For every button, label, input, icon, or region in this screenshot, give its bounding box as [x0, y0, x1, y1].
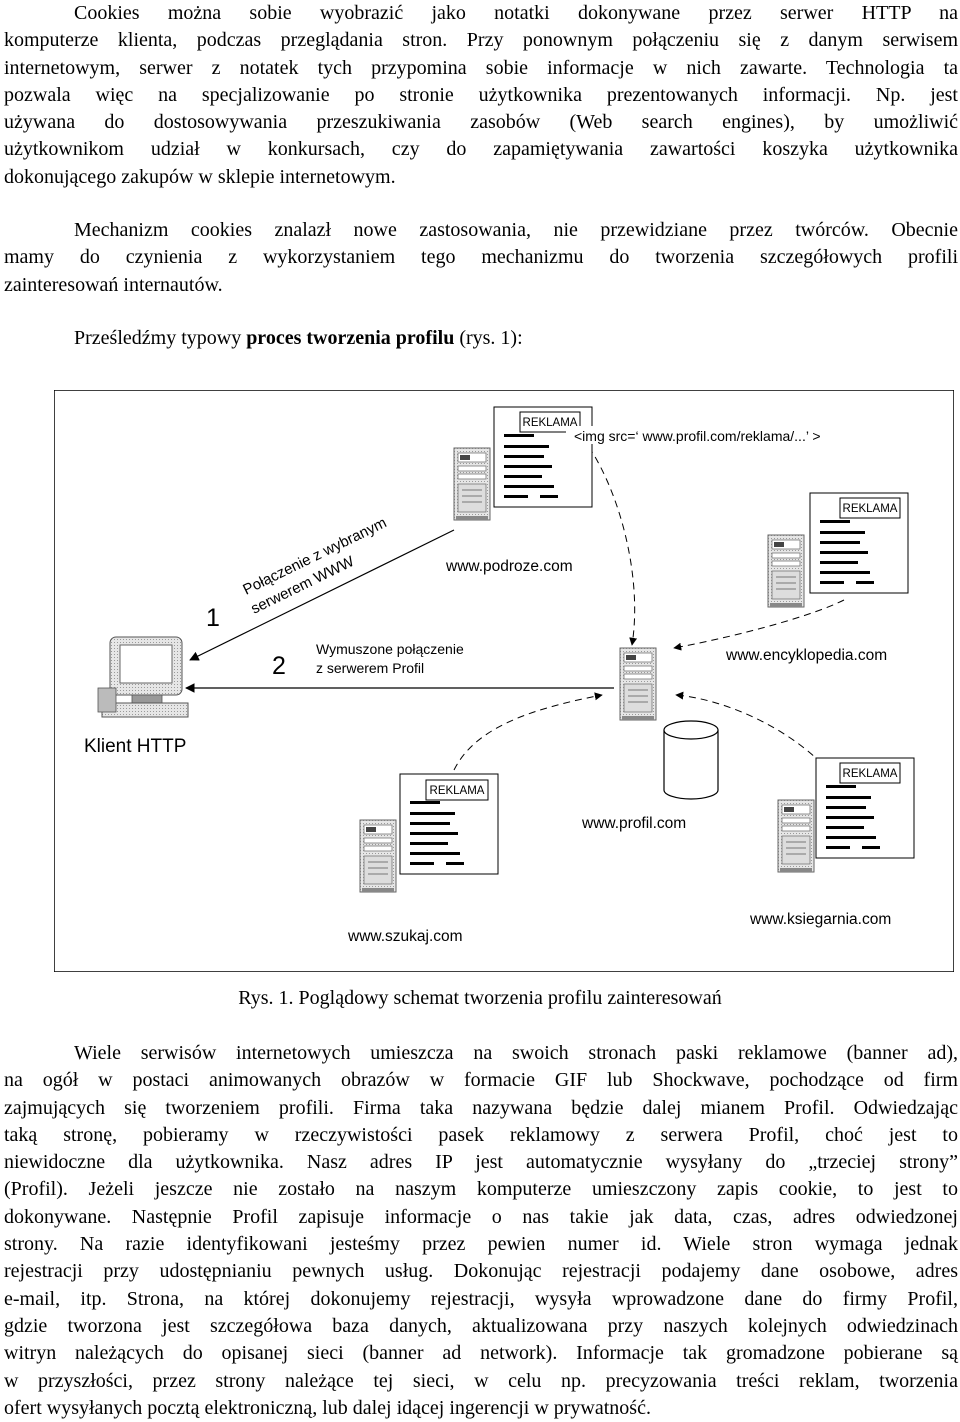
dashed-link-podroze [573, 427, 638, 646]
text-line: ofert wysyłanych pocztą elektroniczną, l… [4, 1396, 651, 1419]
server-podroze-icon [453, 447, 491, 521]
lead-after: (rys. 1): [454, 327, 523, 349]
text-line: dokonywane. Następnie Profil zapisuje in… [4, 1205, 958, 1228]
figure-caption: Rys. 1. Poglądowy schemat tworzenia prof… [238, 987, 722, 1009]
text-line: używana do dostosowywania przeszukiwania… [4, 111, 958, 134]
text-line: gdzie tworzona jest szczegółowa baza dan… [4, 1314, 958, 1337]
text-line: Mechanizm cookies znalazł nowe zastosowa… [74, 219, 958, 241]
figure-lead-text: Prześledźmy typowy proces tworzenia prof… [74, 325, 523, 352]
step1-arrow [189, 529, 455, 661]
text-line: dokonującego zakupów w sklepie interneto… [4, 165, 396, 188]
banner-podroze [519, 411, 581, 433]
text-line: użytkownikom udział w konkursach, czy do… [4, 138, 958, 161]
banner-szukaj-label: REKLAMA [430, 785, 485, 797]
server-encyklopedia-icon [767, 534, 805, 608]
client-computer-icon [97, 636, 189, 718]
step2-number: 2 [272, 652, 286, 680]
text-line: taką stronę, pobieramy w rzeczywistości … [4, 1123, 958, 1146]
text-line: zajmujących się tworzeniem profili. Firm… [4, 1096, 958, 1119]
site-ksiegarnia-label: www.ksiegarnia.com [749, 911, 891, 928]
client-label: Klient HTTP [84, 736, 186, 757]
dashed-link-encyklopedia [673, 599, 845, 651]
text-line: w przyszłości, przez strony należące tej… [4, 1369, 958, 1392]
banner-encyklopedia [839, 497, 901, 519]
banner-szukaj [425, 779, 489, 801]
text-line: pozwala więc na specjalizowanie po stron… [4, 83, 958, 106]
banner-encyklopedia-label: REKLAMA [843, 503, 898, 515]
cookies-usage-paragraph: Mechanizm cookies znalazł nowe zastosowa… [4, 217, 958, 299]
text-line: (Profil). Jeżeli jeszcze nie zostało na … [4, 1178, 958, 1201]
text-line: rejestracji przy udostępnianiu pewnych u… [4, 1260, 958, 1283]
step1-number: 1 [206, 604, 220, 632]
text-line: mamy do czynienia z wykorzystaniem tego … [4, 246, 958, 269]
server-ksiegarnia-icon [777, 799, 815, 873]
site-profil-label: www.profil.com [581, 815, 686, 832]
database-icon [663, 730, 719, 800]
site-podroze-label: www.podroze.com [445, 558, 573, 575]
server-szukaj-icon [359, 819, 397, 893]
text-line: komputerze klienta, podczas przeglądania… [4, 29, 958, 52]
text-line: Wiele serwisów internetowych umieszcza n… [74, 1042, 958, 1064]
dashed-link-szukaj [453, 692, 603, 771]
img-tag-bg [566, 426, 852, 444]
lead-before: Prześledźmy typowy [74, 327, 247, 349]
site-encyklopedia-label: www.encyklopedia.com [725, 647, 887, 664]
banner-ksiegarnia [839, 762, 901, 784]
text-line: na ogół w postaci animowanych obrazów w … [4, 1069, 958, 1092]
text-line: e-mail, itp. Strona, na której dokonujem… [4, 1287, 958, 1310]
database-top [663, 720, 719, 740]
banner-network-paragraph: Wiele serwisów internetowych umieszcza n… [4, 1040, 958, 1422]
server-profil-icon [619, 647, 657, 721]
text-line: niewidoczne dla użytkownika. Nasz adres … [4, 1151, 958, 1174]
text-line: zainteresowań internautów. [4, 273, 223, 296]
lead-bold: proces tworzenia profilu [246, 327, 455, 349]
text-line: internetowym, serwer z notatek tych przy… [4, 56, 958, 79]
text-line: Cookies można sobie wyobrazić jako notat… [74, 2, 958, 24]
banner-ksiegarnia-label: REKLAMA [843, 768, 898, 780]
img-tag-text: <img src=‘ www.profil.com/reklama/...’ > [574, 428, 821, 444]
step2-text-line2: z serwerem Profil [316, 660, 424, 676]
site-szukaj-label: www.szukaj.com [347, 928, 463, 945]
banner-podroze-label: REKLAMA [523, 417, 578, 429]
intro-paragraph: Cookies można sobie wyobrazić jako notat… [4, 0, 958, 191]
profile-creation-diagram: REKLAMA <img src=‘ www.profil.com/reklam… [54, 390, 954, 972]
step2-text-line1: Wymuszone połączenie [316, 641, 464, 657]
text-line: witryn należących do opisanej sieci (ban… [4, 1342, 958, 1365]
text-line: strony. Na razie identyfikowani jesteśmy… [4, 1233, 958, 1256]
dashed-link-ksiegarnia [675, 691, 845, 793]
